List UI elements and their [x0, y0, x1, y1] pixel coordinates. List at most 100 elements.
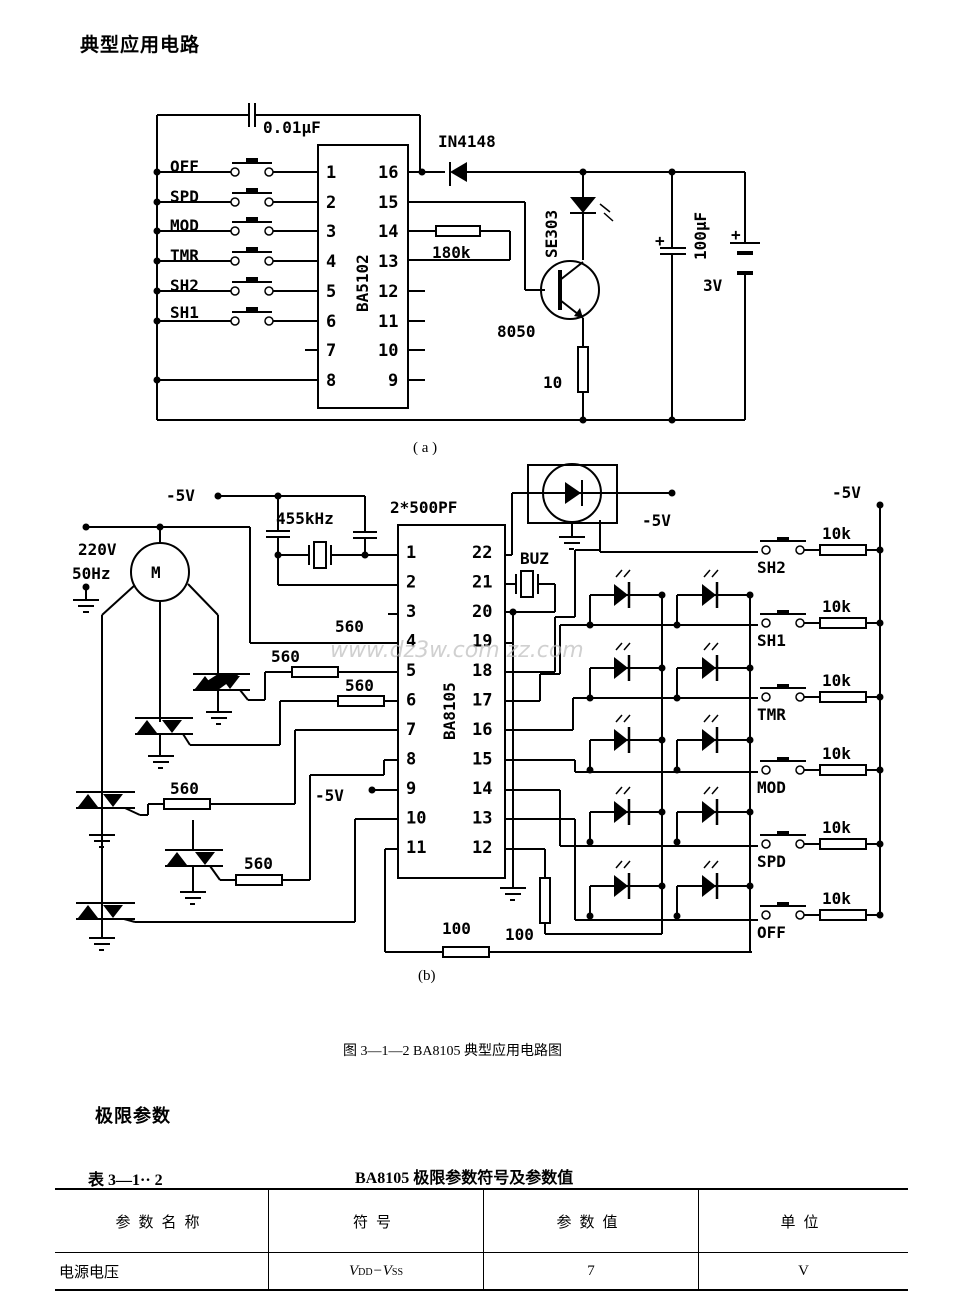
led-r1-c2 — [673, 569, 754, 629]
supply-pin9-label: -5V — [315, 786, 344, 805]
key-resistor-10k — [819, 617, 867, 629]
led-r2-c1 — [586, 642, 666, 702]
mains-freq-label: 50Hz — [72, 564, 111, 583]
figure-a-label: ( a ) — [413, 440, 437, 456]
key-resistor-10k — [819, 691, 867, 703]
table-row: 电源电压 VDD−VSS 7 V — [55, 1252, 908, 1290]
pin-a-1: 1 — [326, 163, 336, 183]
led-r5-c2 — [673, 860, 754, 920]
circuit-a-schematic: 0.01μF IN4148 OFF SPD MOD TMR SH2 SH1 1 … — [153, 103, 760, 456]
resistor-100-pin11 — [442, 946, 490, 958]
header-symbol: 符号 — [268, 1189, 484, 1253]
key-resistor-label: 10k — [822, 671, 851, 690]
key-resistor-10k — [819, 838, 867, 850]
battery-label: 3V — [703, 276, 723, 295]
pin-b-16: 16 — [472, 720, 492, 740]
key-resistor-label: 10k — [822, 744, 851, 763]
key-label-tmr: TMR — [757, 705, 786, 724]
section-title-typical-circuit: 典型应用电路 — [80, 34, 201, 56]
pin-a-5: 5 — [326, 282, 336, 302]
pin-a-8: 8 — [326, 371, 336, 391]
key-resistor-label: 10k — [822, 818, 851, 837]
gate-resistor-1 — [291, 666, 339, 678]
led-se303-label: SE303 — [542, 210, 561, 258]
pin-b-20: 20 — [472, 602, 492, 622]
limits-table: 参数名称 符号 参数值 单位 电源电压 VDD−VSS 7 V — [55, 1188, 908, 1291]
cell-value: 7 — [483, 1252, 699, 1290]
figure-caption: 图 3—1—2 BA8105 典型应用电路图 — [343, 1044, 562, 1059]
coupling-cap-label: 0.01μF — [263, 118, 321, 137]
resistor-100-pin12-label: 100 — [505, 925, 534, 944]
pin-a-7: 7 — [326, 341, 336, 361]
gate-resistor-label-d: 560 — [170, 779, 199, 798]
supply-top-left-label: -5V — [166, 486, 195, 505]
pin-a-16: 16 — [378, 163, 398, 183]
chip-b-name: BA8105 — [440, 682, 459, 740]
pin-b-3: 3 — [406, 602, 416, 622]
filter-cap-label: 100μF — [691, 212, 710, 260]
buzzer-buz — [520, 570, 534, 598]
gate-resistor-label-c: 560 — [345, 676, 374, 695]
buzzer-label: BUZ — [520, 549, 549, 568]
resistor-10 — [577, 346, 589, 393]
mains-voltage-label: 220V — [78, 540, 117, 559]
cell-symbol: VDD−VSS — [268, 1252, 484, 1290]
key-label-spd: SPD — [757, 852, 786, 871]
pin-b-15: 15 — [472, 750, 492, 770]
pin-b-21: 21 — [472, 573, 492, 593]
key-resistor-label: 10k — [822, 524, 851, 543]
pin-a-15: 15 — [378, 193, 398, 213]
pin-b-11: 11 — [406, 838, 426, 858]
crystal-label: 455kHz — [276, 509, 334, 528]
led-matrix — [586, 569, 754, 920]
header-unit: 单位 — [698, 1189, 908, 1253]
cell-unit: V — [698, 1252, 908, 1290]
resistor-100-pin12 — [539, 877, 551, 924]
switch-label-tmr: TMR — [170, 246, 199, 265]
led-r5-c1 — [586, 860, 666, 920]
pin-b-5: 5 — [406, 661, 416, 681]
led-r1-c1 — [586, 569, 666, 629]
pin-a-2: 2 — [326, 193, 336, 213]
header-param-name: 参数名称 — [115, 1214, 208, 1231]
key-label-sh1: SH1 — [757, 631, 786, 650]
resistor-10-label: 10 — [543, 373, 562, 392]
pin-b-12: 12 — [472, 838, 492, 858]
switch-label-spd: SPD — [170, 187, 199, 206]
pin-b-6: 6 — [406, 691, 416, 711]
diode-in4148-symbol — [450, 162, 467, 182]
led-r3-c2 — [673, 714, 754, 774]
crystal-caps-label: 2*500PF — [390, 498, 457, 517]
resistor-180k-label: 180k — [432, 243, 471, 262]
pin-b-10: 10 — [406, 809, 426, 829]
pin-a-11: 11 — [378, 312, 398, 332]
pin-b-1: 1 — [406, 543, 416, 563]
switch-bars — [232, 158, 272, 313]
table-title: BA8105 极限参数符号及参数值 — [355, 1170, 574, 1187]
key-resistor-label: 10k — [822, 597, 851, 616]
pin-a-6: 6 — [326, 312, 336, 332]
switch-label-off: OFF — [170, 157, 199, 176]
ba5102-chip-outline — [317, 144, 409, 409]
crystal-455khz — [313, 541, 327, 569]
switch-label-sh2: SH2 — [170, 276, 199, 295]
gate-resistor-label-b: 560 — [271, 647, 300, 666]
watermark: www.dz3w.com zz.com — [330, 638, 584, 663]
key-resistor-10k — [819, 909, 867, 921]
led-r3-c1 — [586, 714, 666, 774]
pin-b-2: 2 — [406, 573, 416, 593]
key-resistor-10k — [819, 764, 867, 776]
pin-b-7: 7 — [406, 720, 416, 740]
header-value: 参数值 — [483, 1189, 699, 1253]
gate-resistor-4 — [235, 874, 283, 886]
diode-label: IN4148 — [438, 132, 496, 151]
supply-receiver-label: -5V — [642, 511, 671, 530]
pin-b-17: 17 — [472, 691, 492, 711]
resistor-180k — [435, 225, 481, 237]
pin-b-13: 13 — [472, 809, 492, 829]
key-label-mod: MOD — [757, 778, 786, 797]
